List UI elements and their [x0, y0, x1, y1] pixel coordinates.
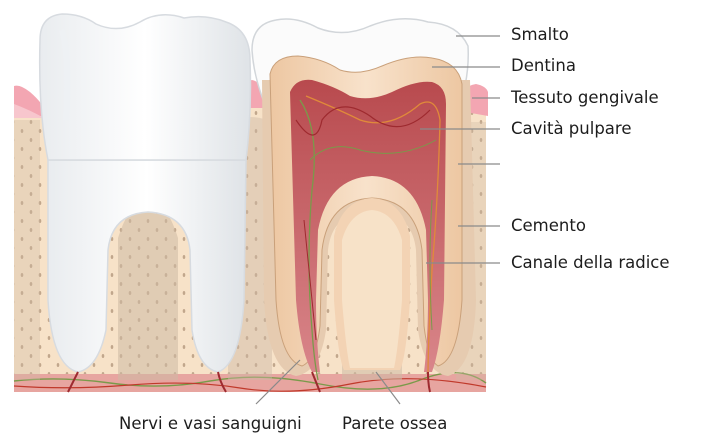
- label-canale-radice: Canale della radice: [511, 253, 670, 272]
- label-tessuto-gengivale: Tessuto gengivale: [510, 88, 659, 107]
- label-smalto: Smalto: [511, 25, 569, 44]
- label-nervi-vasi: Nervi e vasi sanguigni: [119, 414, 302, 433]
- label-parete-ossea: Parete ossea: [342, 414, 447, 433]
- label-cavita-pulpare: Cavità pulpare: [511, 119, 631, 138]
- label-cemento: Cemento: [511, 216, 586, 235]
- right-tooth-section: [252, 19, 476, 380]
- label-dentina: Dentina: [511, 56, 576, 75]
